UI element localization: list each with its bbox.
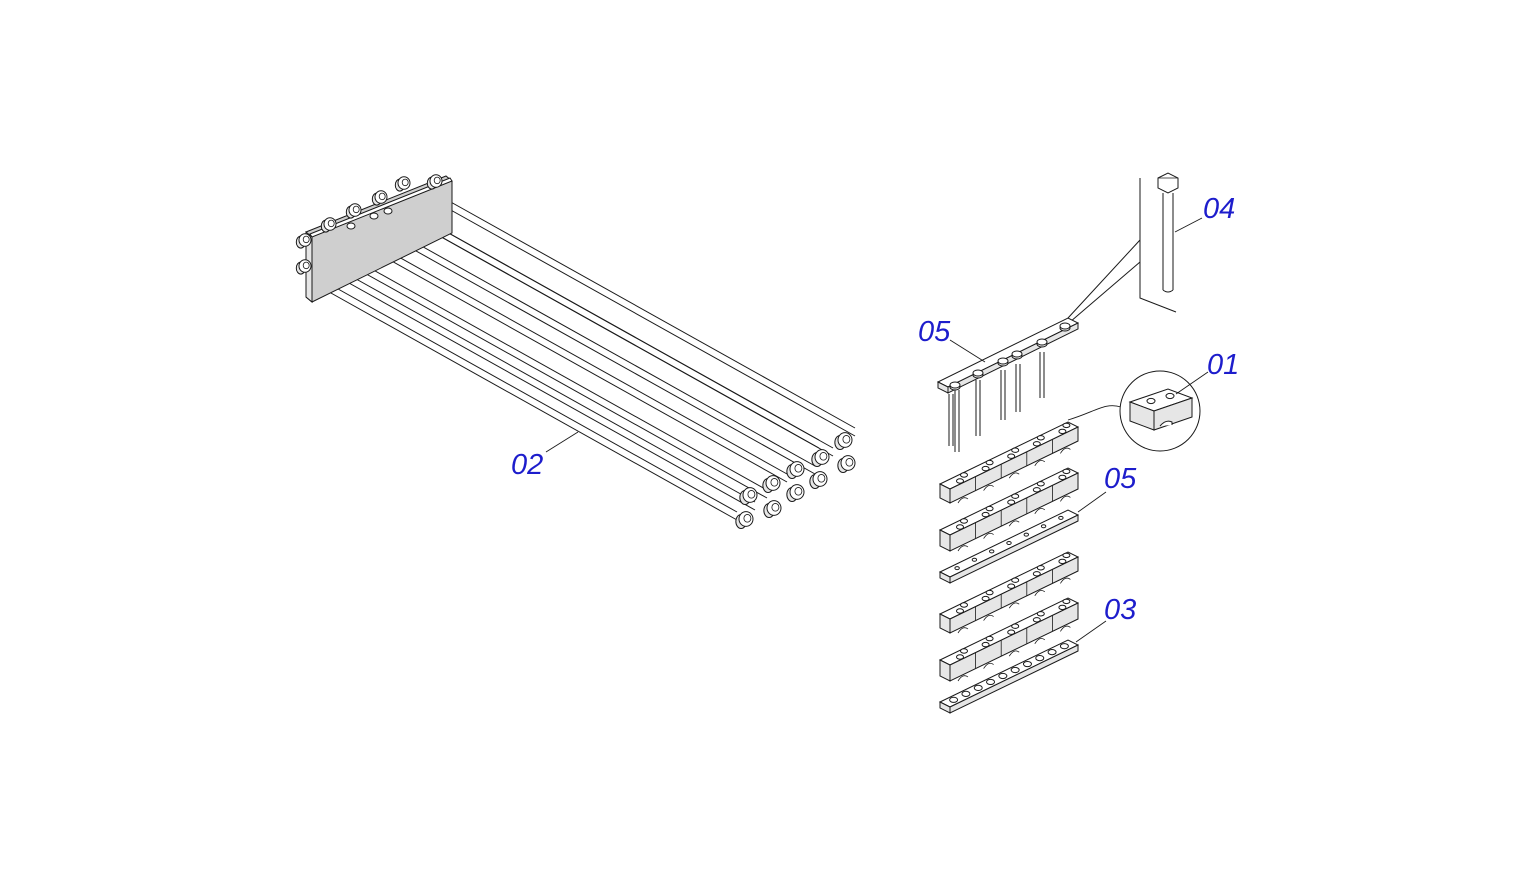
tube bbox=[399, 233, 816, 475]
bolt-head-top bbox=[1036, 338, 1048, 346]
fitting-nut bbox=[834, 432, 853, 450]
plate-hole bbox=[1022, 660, 1032, 668]
pin bbox=[975, 380, 981, 436]
fitting-nut bbox=[739, 487, 758, 505]
fitting-nut bbox=[426, 174, 443, 190]
clamp-block-row bbox=[938, 551, 1080, 634]
plate-stack bbox=[938, 421, 1080, 714]
callout-tube-bundle: 02 bbox=[511, 449, 543, 481]
plate-hole bbox=[986, 678, 996, 686]
fitting-nut bbox=[371, 190, 388, 206]
tube-bundle-assembly bbox=[295, 174, 856, 529]
manifold-hole bbox=[369, 212, 379, 220]
callout-middle-plate: 05 bbox=[1104, 463, 1137, 495]
tube bbox=[371, 241, 788, 483]
manifold-fittings bbox=[295, 174, 443, 275]
pin bbox=[1000, 370, 1006, 420]
callout-bolt: 04 bbox=[1203, 193, 1235, 225]
tube bbox=[339, 269, 756, 511]
tube bbox=[351, 257, 768, 499]
top-plate-with-pins bbox=[936, 317, 1080, 452]
callout-labels: 02 04 05 01 05 03 bbox=[511, 193, 1239, 626]
clamp-block-row bbox=[938, 597, 1080, 682]
plate-hole bbox=[949, 696, 959, 703]
clamp-block-row bbox=[938, 467, 1080, 552]
bolt-head-top bbox=[1011, 350, 1023, 358]
plate-hole bbox=[1040, 524, 1047, 529]
tube bbox=[439, 195, 856, 437]
plate-hole bbox=[989, 549, 995, 554]
fitting-nut bbox=[735, 511, 754, 529]
plate-hole bbox=[1006, 541, 1012, 545]
callout-top-plate: 05 bbox=[918, 316, 951, 348]
callout-leaders bbox=[545, 217, 1209, 643]
manifold-hole bbox=[383, 207, 393, 215]
fitting-nut bbox=[394, 176, 411, 192]
callout-clamp-block: 01 bbox=[1207, 349, 1239, 381]
fitting-nut bbox=[786, 484, 805, 502]
flat-plate bbox=[938, 509, 1080, 584]
fitting-nut bbox=[345, 203, 362, 219]
fitting-nut bbox=[837, 455, 856, 473]
pin bbox=[1015, 364, 1021, 412]
fitting-nut bbox=[320, 217, 337, 233]
tube bbox=[321, 279, 738, 521]
manifold-hole bbox=[346, 222, 356, 230]
fitting-nut bbox=[762, 475, 781, 493]
tube-end-fittings bbox=[735, 432, 856, 529]
plate-hole bbox=[998, 672, 1008, 680]
plate-hole bbox=[954, 566, 960, 571]
pin bbox=[954, 390, 960, 452]
manifold-block bbox=[295, 174, 453, 304]
plate-hole bbox=[1059, 643, 1069, 650]
plate-hole bbox=[1035, 654, 1045, 662]
flat-plate bbox=[938, 639, 1080, 714]
fitting-nut bbox=[786, 461, 805, 479]
bolt-head-top bbox=[949, 381, 961, 389]
plate-hole bbox=[973, 684, 983, 692]
clamp-block-detail bbox=[1067, 370, 1201, 452]
pin bbox=[1039, 352, 1045, 398]
bolt-head-top bbox=[997, 357, 1009, 365]
fitting-nut bbox=[763, 500, 782, 518]
plate-hole bbox=[1023, 532, 1029, 537]
plate-hole bbox=[961, 690, 971, 697]
bolt-head-top bbox=[972, 369, 984, 377]
plate-pins bbox=[948, 352, 1045, 452]
plate-bolt-heads bbox=[949, 322, 1071, 391]
plate-hole bbox=[971, 557, 978, 562]
pin bbox=[948, 394, 954, 446]
callout-bottom-plate: 03 bbox=[1104, 594, 1136, 626]
tube bbox=[417, 215, 834, 457]
fitting-nut bbox=[295, 233, 312, 249]
plate-hole bbox=[1058, 515, 1064, 520]
bolt-head-top bbox=[1059, 322, 1071, 330]
fitting-nut bbox=[809, 471, 828, 489]
clamp-block-row bbox=[938, 421, 1080, 504]
plate-hole bbox=[1010, 666, 1020, 674]
fitting-nut bbox=[295, 259, 312, 275]
fitting-nut bbox=[811, 449, 830, 467]
plate-hole bbox=[1047, 649, 1057, 656]
tube bbox=[403, 207, 820, 449]
bolt-part bbox=[1067, 172, 1179, 323]
tube-bundle-tubes bbox=[321, 195, 856, 521]
